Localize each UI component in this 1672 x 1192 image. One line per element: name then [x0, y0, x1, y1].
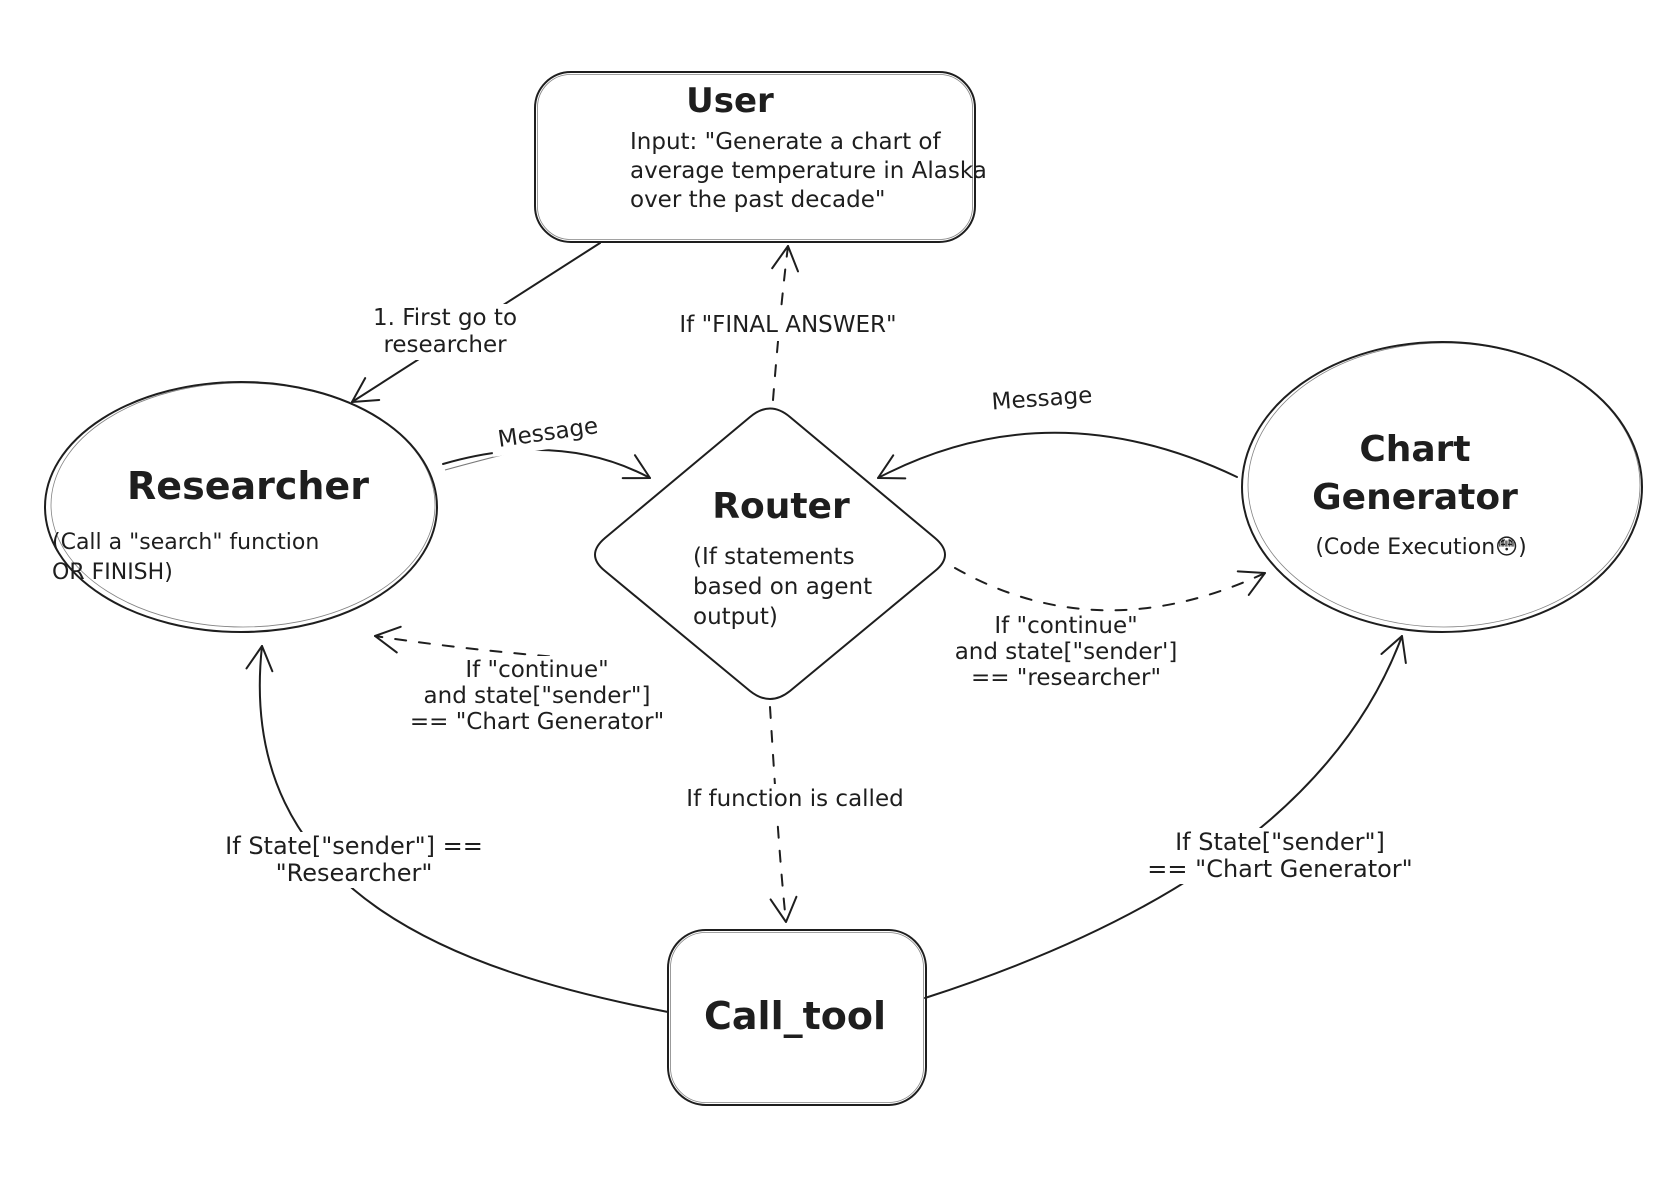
arrow-chart-generator-to-router	[877, 431, 1238, 480]
call-tool-node-title: Call_tool	[704, 994, 886, 1038]
edge-label-final-answer: If "FINAL ANSWER"	[672, 310, 904, 341]
router-node-shape	[594, 407, 946, 700]
user-node-shape	[534, 71, 976, 243]
edge-label-first-go-to-researcher: 1. First go to researcher	[365, 304, 525, 360]
user-node-shape-overdraw	[537, 74, 973, 240]
researcher-node-title: Researcher	[127, 464, 369, 508]
arrow-researcher-to-router	[442, 448, 651, 480]
edge-label-sender-researcher: If State["sender"] == "Researcher"	[218, 832, 490, 888]
router-node-title: Router	[712, 486, 850, 527]
arrow-call-tool-to-researcher	[245, 645, 669, 1013]
researcher-node-body: (Call a "search" function OR FINISH)	[52, 530, 320, 585]
arrow-router-to-chart-generator	[954, 567, 1266, 612]
chart-generator-node-title: Chart Generator	[1312, 429, 1518, 518]
edge-label-sender-chart-generator: If State["sender"] == "Chart Generator"	[1140, 828, 1420, 884]
researcher-node-shape	[44, 381, 438, 633]
chart-generator-node-body: (Code Execution😳)	[1315, 535, 1527, 560]
chart-generator-node-shape-overdraw	[1247, 342, 1641, 628]
chart-generator-node-shape	[1241, 341, 1643, 633]
user-node-body: Input: "Generate a chart of average temp…	[630, 129, 987, 213]
call-tool-node-shape	[667, 929, 927, 1106]
edge-label-function-called: If function is called	[679, 784, 911, 815]
user-node-title: User	[686, 81, 774, 121]
researcher-node-shape-overdraw	[50, 382, 436, 628]
router-node-body: (If statements based on agent output)	[693, 544, 873, 630]
edge-label-continue-researcher: If "continue" and state["sender'] == "re…	[947, 612, 1185, 692]
edge-label-continue-chart-generator: If "continue" and state["sender"] == "Ch…	[402, 656, 672, 736]
call-tool-node-shape-overdraw	[670, 932, 924, 1103]
